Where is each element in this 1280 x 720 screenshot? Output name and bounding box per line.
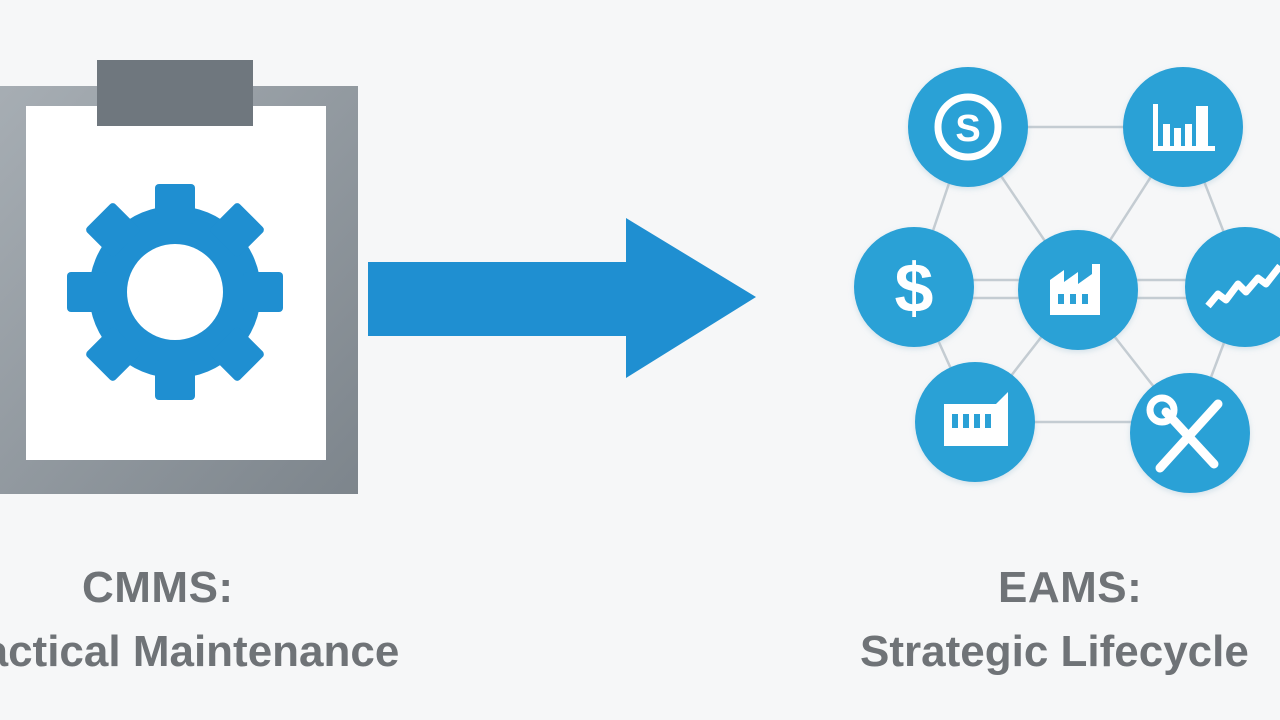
trend-line-icon: [1205, 263, 1280, 309]
svg-text:S: S: [955, 108, 980, 150]
svg-text:$: $: [895, 249, 934, 327]
coin-node: [908, 67, 1028, 187]
bar-chart-icon: [1153, 104, 1215, 151]
eams-subtitle: Strategic Lifecycle: [860, 627, 1249, 676]
factory-icon: [1050, 264, 1100, 315]
eams-title: EAMS:: [998, 563, 1143, 612]
coin-icon: S: [934, 93, 1002, 161]
dollar-node: [854, 227, 974, 347]
plant-icon: [944, 392, 1008, 446]
gear-icon: [67, 184, 283, 400]
right-arrow-icon: [368, 218, 756, 378]
cmms-subtitle: Tactical Maintenance: [0, 627, 400, 676]
clipboard-clip: [97, 60, 253, 126]
bar-chart-node: [1123, 67, 1243, 187]
dollar-icon: $: [895, 249, 934, 327]
tools-icon: [1146, 394, 1223, 473]
eams-network: S $: [854, 67, 1280, 493]
clipboard-gear-icon: [0, 60, 358, 494]
cmms-title: CMMS:: [82, 563, 234, 612]
